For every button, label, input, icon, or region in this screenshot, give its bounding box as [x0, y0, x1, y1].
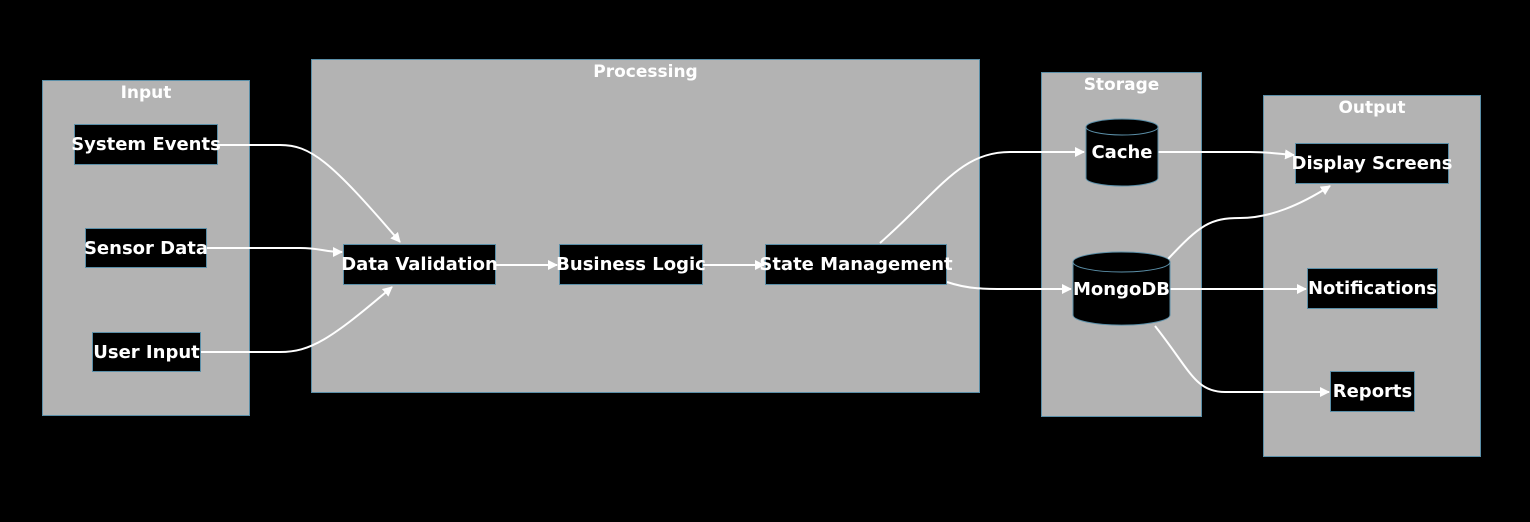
sensor-data-node[interactable]: Sensor Data [84, 228, 208, 268]
processing-group: Processing [311, 59, 980, 393]
processing-group-title: Processing [593, 62, 698, 82]
state-management-node[interactable]: State Management [759, 244, 953, 285]
system-events-node[interactable]: System Events [71, 124, 221, 165]
edge-user-input-to-validation [200, 286, 393, 353]
edge-state-to-cache [879, 147, 1085, 244]
cache-cylinder [1085, 118, 1159, 187]
notifications-node[interactable]: Notifications [1307, 268, 1438, 309]
mongodb-node[interactable]: MongoDB [1073, 278, 1171, 300]
cache-node[interactable]: Cache [1091, 141, 1153, 163]
output-group-title: Output [1338, 98, 1406, 118]
edge-mongodb-to-display [1167, 185, 1331, 260]
edge-system-events-to-validation [218, 144, 401, 243]
business-logic-node[interactable]: Business Logic [556, 244, 706, 285]
reports-node[interactable]: Reports [1330, 371, 1415, 412]
storage-group-title: Storage [1083, 75, 1160, 95]
mongodb-cylinder [1072, 251, 1171, 326]
edge-state-to-mongodb [946, 281, 1072, 294]
data-validation-node[interactable]: Data Validation [341, 244, 498, 285]
edge-mongodb-to-reports [1154, 325, 1330, 397]
user-input-node[interactable]: User Input [92, 332, 201, 372]
edge-sensor-data-to-validation [207, 246, 343, 257]
input-group-title: Input [120, 83, 172, 103]
display-screens-node[interactable]: Display Screens [1292, 143, 1452, 184]
edge-cache-to-display [1157, 149, 1295, 160]
